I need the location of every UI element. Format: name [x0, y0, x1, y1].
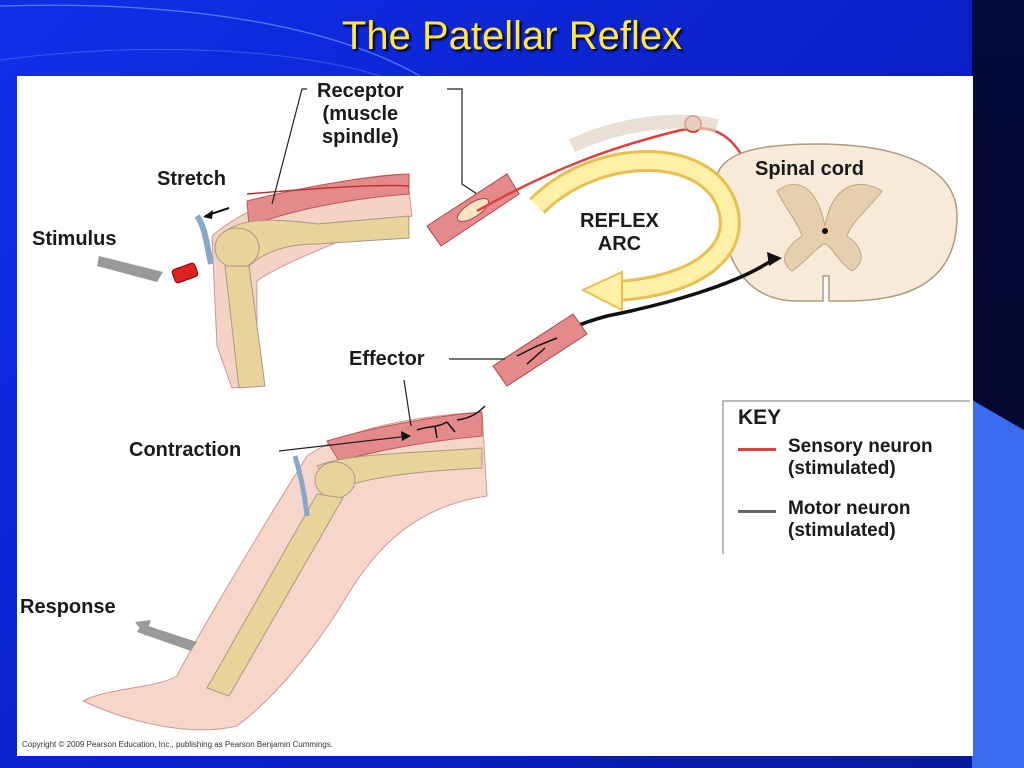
- slide-title: The Patellar Reflex: [341, 14, 683, 58]
- reflex-arc-arrow-icon: [529, 150, 741, 312]
- reflex-arc-label-line2: ARC: [597, 233, 642, 255]
- receptor-label-line3: spindle): [322, 126, 399, 148]
- legend-key-title: KEY: [738, 406, 782, 429]
- motor-neuron-cell-body: [767, 252, 782, 266]
- reflex-arc-label: REFLEX ARC: [580, 210, 659, 256]
- reflex-hammer-icon: [97, 256, 199, 284]
- femur-bone-upper: [221, 215, 410, 267]
- legend-key: KEY Sensory neuron (stimulated) Motor ne…: [722, 400, 970, 554]
- stimulus-label: Stimulus: [32, 228, 117, 250]
- spinal-cord-label: Spinal cord: [755, 158, 864, 180]
- effector-label: Effector: [349, 348, 425, 370]
- patellar-tendon-upper: [194, 214, 214, 265]
- contraction-label: Contraction: [129, 439, 242, 461]
- upper-leg-illustration: [194, 173, 413, 389]
- motor-neuron-legend-line1: Motor neuron: [788, 498, 911, 519]
- sensory-neuron-legend-text: Sensory neuron (stimulated): [788, 436, 933, 480]
- motor-neuron-legend-text: Motor neuron (stimulated): [788, 498, 910, 542]
- quadriceps-muscle-upper: [246, 173, 410, 227]
- receptor-label-line2: (muscle: [322, 103, 399, 125]
- muscle-spindle-receptor: [426, 173, 520, 247]
- stretch-label: Stretch: [157, 168, 226, 190]
- patellar-tendon-lower: [292, 455, 310, 517]
- diagram-panel: Receptor (muscle spindle) Stretch Stimul…: [17, 76, 973, 756]
- spinal-cord-cross-section: [714, 143, 958, 302]
- receptor-label: Receptor (muscle spindle): [317, 80, 404, 149]
- response-label: Response: [20, 596, 116, 618]
- sensory-neuron-legend-line2: (stimulated): [788, 458, 896, 479]
- copyright-text: Copyright © 2009 Pearson Education, Inc.…: [22, 740, 333, 749]
- motor-neuron-legend-line2: (stimulated): [788, 520, 896, 541]
- effector-muscle: [492, 313, 588, 387]
- patellar-reflex-illustration: [81, 88, 958, 731]
- lower-leg-illustration: [81, 405, 488, 731]
- stimulus-arrow-icon: [97, 256, 163, 282]
- sensory-neuron-legend-line1: Sensory neuron: [788, 436, 933, 457]
- reflex-arc-label-line1: REFLEX: [580, 210, 659, 232]
- knee-joint-upper: [214, 227, 260, 269]
- knee-joint-lower: [314, 461, 356, 499]
- blue-wedge-decoration: [972, 400, 1024, 768]
- sensory-neuron-path: [476, 126, 779, 252]
- tibia-upper: [224, 265, 266, 389]
- sensory-neuron-legend-swatch: [738, 448, 776, 451]
- receptor-label-line1: Receptor: [317, 80, 404, 102]
- motor-neuron-legend-swatch: [738, 510, 776, 513]
- response-arrow-icon: [137, 624, 197, 651]
- tibia-lower: [206, 493, 344, 697]
